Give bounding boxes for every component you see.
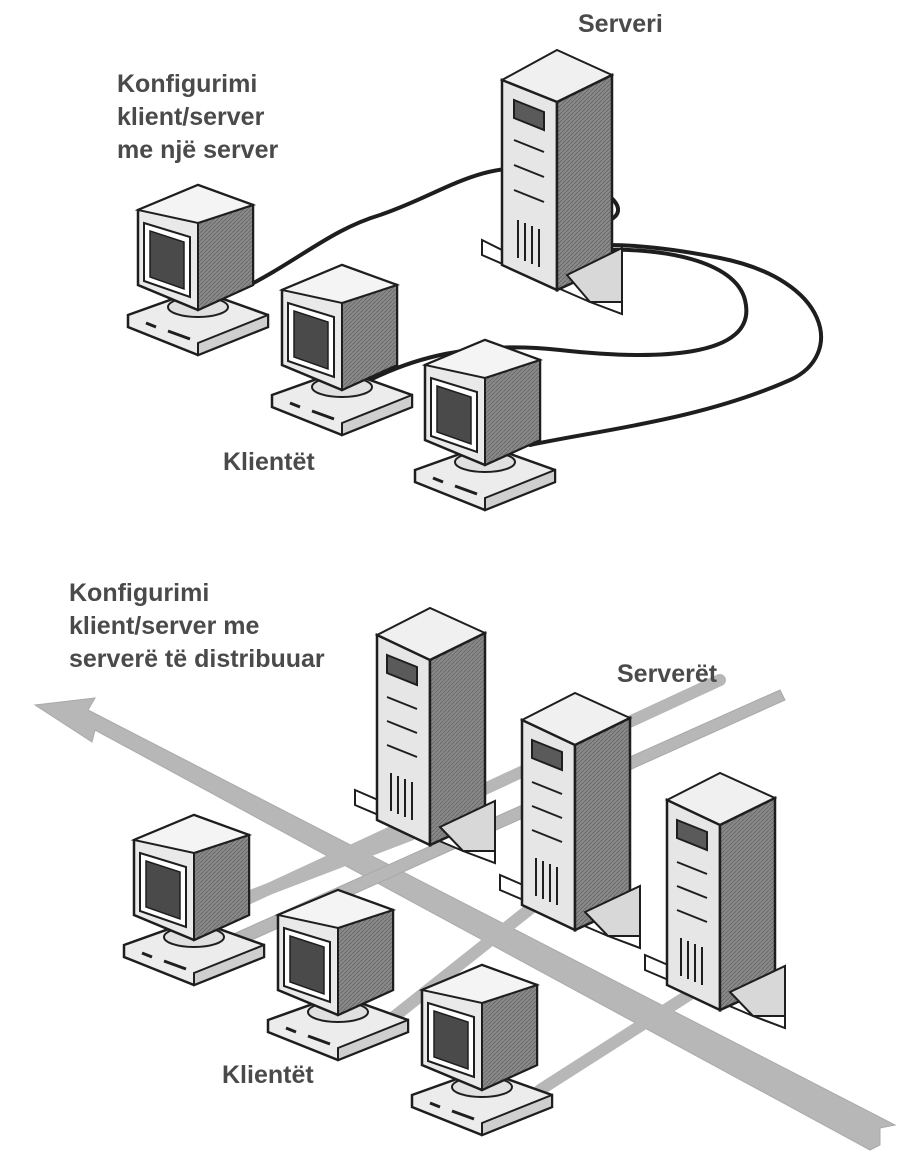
servers-label: Serverët xyxy=(617,660,718,688)
computer-icon xyxy=(126,183,270,357)
server-label: Serveri xyxy=(578,10,663,38)
bottom-diagram-title: Konfigurimi klient/server me serverë të … xyxy=(69,577,325,676)
cable-client-3 xyxy=(528,243,824,447)
server-tower-icon xyxy=(643,771,787,1030)
title-line: klient/server xyxy=(117,103,265,131)
cable-client-2 xyxy=(368,247,749,382)
computer-icon xyxy=(413,338,557,512)
server-tower-icon xyxy=(481,48,623,316)
computer-icon xyxy=(266,888,410,1062)
title-line: Konfigurimi xyxy=(69,579,210,607)
title-line: klient/server me xyxy=(69,612,260,640)
server-tower-icon xyxy=(353,606,497,865)
clients-label: Klientët xyxy=(223,448,315,476)
title-line: Konfigurimi xyxy=(117,70,258,98)
clients-label: Klientët xyxy=(222,1061,314,1089)
computer-icon xyxy=(410,963,554,1137)
computer-icon xyxy=(122,813,266,987)
title-line: me një server xyxy=(117,136,279,164)
title-line: serverë të distribuuar xyxy=(69,645,325,673)
computer-icon xyxy=(270,263,414,437)
top-diagram-title: Konfigurimi klient/server me një server xyxy=(117,68,278,167)
